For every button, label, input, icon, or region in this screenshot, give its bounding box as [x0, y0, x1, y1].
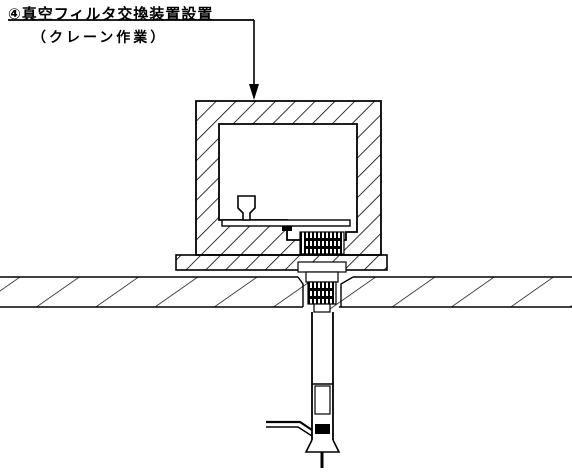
- base-plate: [175, 254, 388, 273]
- floor-coupling: [305, 271, 339, 313]
- floor-slab: [0, 270, 572, 312]
- inner-chamber: [221, 195, 351, 255]
- annotation-subtitle: （クレーン作業）: [32, 30, 168, 46]
- leader-arrow: [8, 19, 259, 100]
- vertical-pipe: [266, 312, 341, 468]
- exchange-housing: [195, 100, 382, 256]
- annotation-title: ④真空フィルタ交換装置設置: [8, 5, 214, 23]
